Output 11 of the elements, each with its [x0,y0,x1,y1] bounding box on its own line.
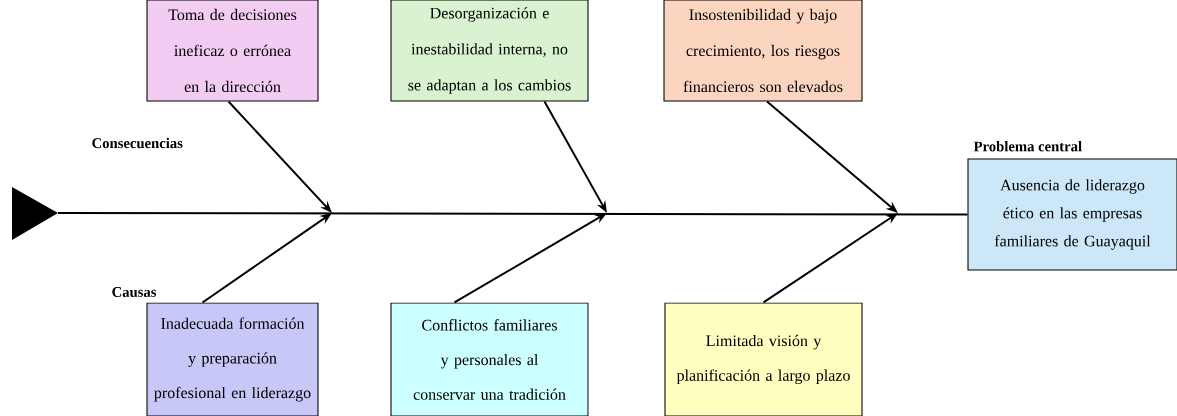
box-heading: Problema central [973,141,1082,152]
fish-spine [12,187,969,240]
text-box: Limitada visión y planificación a largo plazo [664,302,863,416]
section-label: Causas [112,287,157,297]
text-box: Insostenibilidad y bajo crecimiento, los riesgos financieros son elevados [663,0,863,102]
text-box: Toma de decisiones ineficaz o errónea en la dirección [146,0,319,102]
text-box: Desorganización e inestabilidad interna, no se adaptan a los cambios [390,0,589,102]
text-box: Inadecuada formación y preparación profesional en liderazgo [146,302,319,416]
text-box: Conflictos familiares y personales al conservar una tradición [390,302,589,416]
text-box: Ausencia de liderazgo ético en las empresas familiares de Guayaquil [967,158,1177,271]
section-label: Consecuencias [92,137,183,149]
